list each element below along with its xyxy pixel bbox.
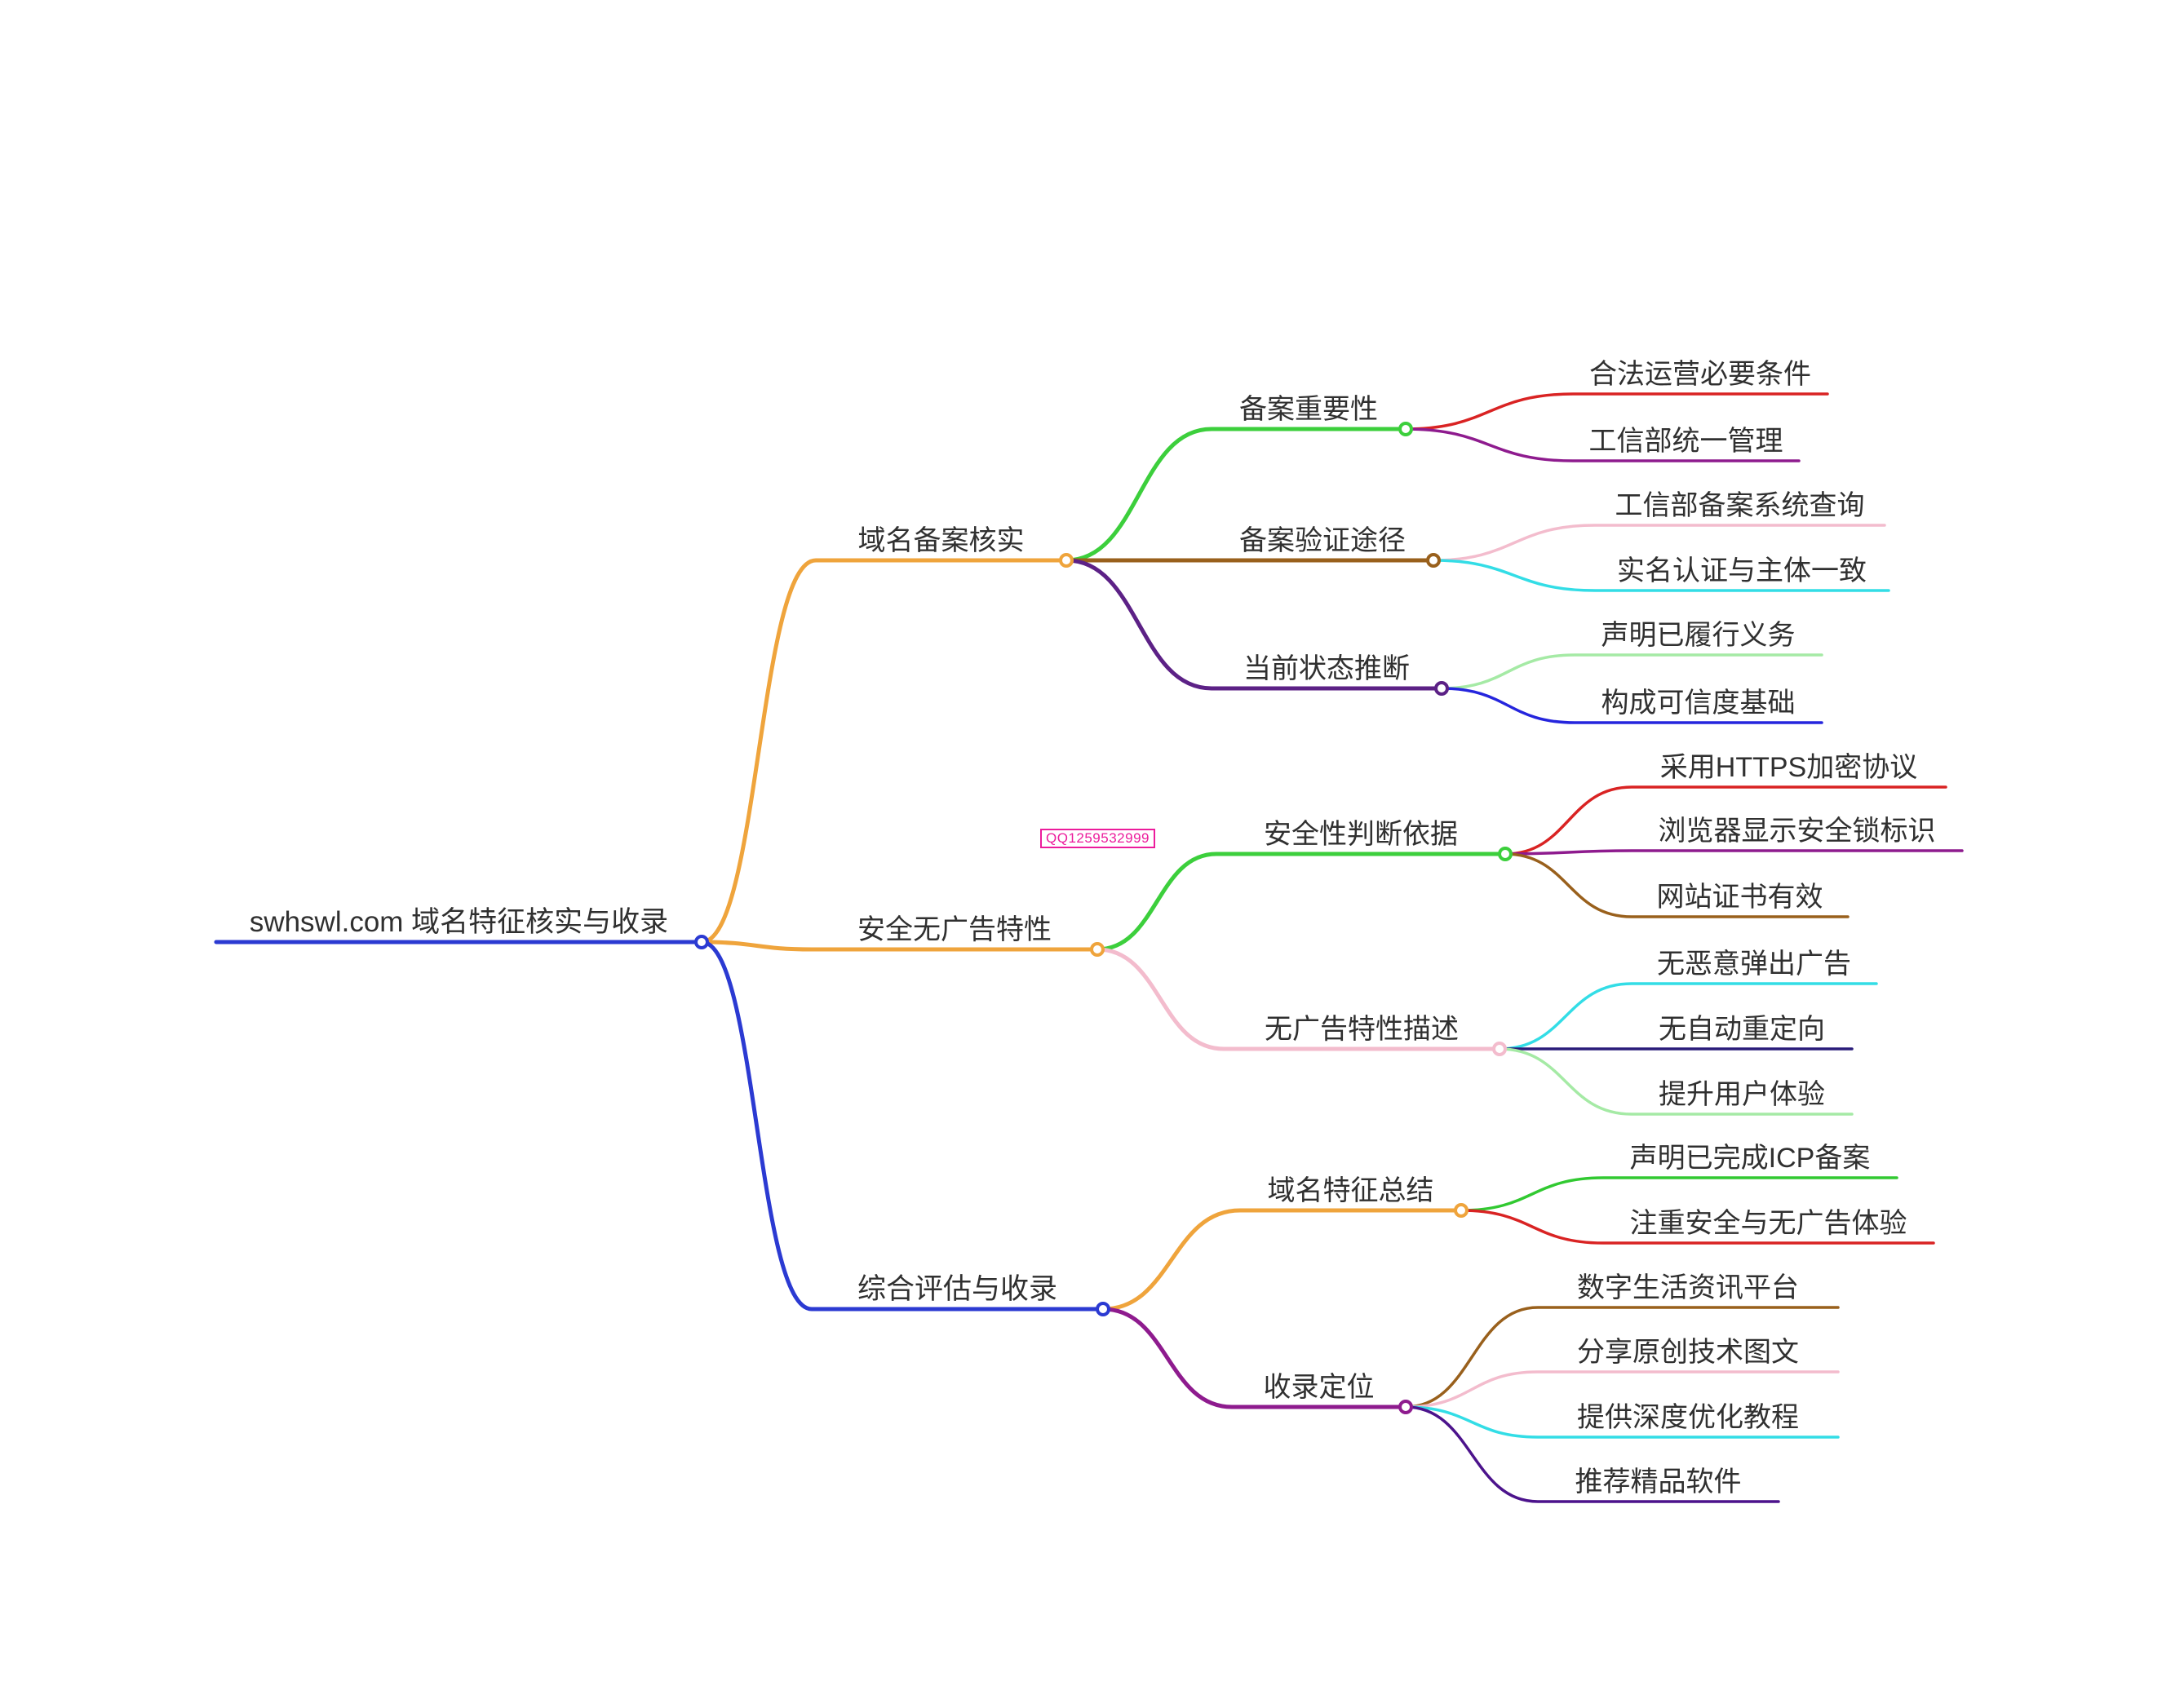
qq-watermark-text: QQ1259532999 [1046, 830, 1150, 846]
node-label-l3[interactable]: 工信部备案系统查询 [1615, 490, 1865, 521]
node-toggle-n2b[interactable] [1492, 1042, 1507, 1056]
branch-line-l1 [1404, 392, 1829, 431]
node-label-l8[interactable]: 浏览器显示安全锁标识 [1659, 816, 1936, 847]
branch-line-n3a [1101, 1208, 1464, 1312]
node-label-n2a[interactable]: 安全性判断依据 [1264, 819, 1458, 850]
node-toggle-n1a[interactable] [1398, 422, 1413, 436]
node-label-l15[interactable]: 数字生活资讯平台 [1577, 1272, 1799, 1303]
node-toggle-n2[interactable] [1090, 942, 1105, 957]
node-label-l12[interactable]: 提升用户体验 [1659, 1079, 1825, 1110]
branch-line-l18 [1404, 1405, 1780, 1503]
node-toggle-root[interactable] [694, 935, 709, 949]
node-label-n1a[interactable]: 备案重要性 [1239, 394, 1378, 425]
node-label-n3b[interactable]: 收录定位 [1264, 1372, 1375, 1403]
branch-line-l15 [1404, 1306, 1840, 1409]
branch-line-n2b [1095, 947, 1502, 1051]
branch-line-l7 [1504, 785, 1947, 856]
node-label-l14[interactable]: 注重安全与无广告体验 [1630, 1208, 1907, 1239]
branch-line-l12 [1498, 1047, 1854, 1116]
branch-line-l5 [1440, 653, 1823, 690]
branch-line-n2 [699, 940, 1100, 952]
node-toggle-n1b[interactable] [1426, 553, 1441, 568]
branch-line-n1 [699, 558, 1069, 944]
node-label-n2[interactable]: 安全无广告特性 [857, 914, 1052, 945]
branch-line-l3 [1432, 524, 1886, 562]
branch-line-l13 [1460, 1176, 1898, 1212]
node-label-n3a[interactable]: 域名特征总结 [1268, 1175, 1434, 1206]
node-label-l9[interactable]: 网站证书有效 [1657, 882, 1823, 913]
branch-line-l16 [1404, 1370, 1840, 1409]
node-label-n3[interactable]: 综合评估与收录 [857, 1273, 1057, 1305]
branch-line-n2a [1095, 852, 1508, 952]
node-label-n1c[interactable]: 当前状态推断 [1243, 653, 1410, 684]
node-label-l10[interactable]: 无恶意弹出广告 [1657, 949, 1851, 980]
node-label-n1b[interactable]: 备案验证途径 [1239, 525, 1406, 556]
branch-line-l6 [1440, 687, 1823, 724]
branch-line-l14 [1460, 1209, 1935, 1245]
node-label-l16[interactable]: 分享原创技术图文 [1577, 1337, 1799, 1368]
branch-line-l17 [1404, 1405, 1840, 1439]
node-label-l13[interactable]: 声明已完成ICP备案 [1630, 1143, 1871, 1174]
node-label-l6[interactable]: 构成可信度基础 [1601, 688, 1796, 719]
node-toggle-n1[interactable] [1059, 553, 1074, 568]
node-toggle-n3[interactable] [1096, 1302, 1110, 1316]
branch-line-l9 [1504, 852, 1850, 918]
branch-line-n1a [1064, 427, 1408, 563]
node-label-l18[interactable]: 推荐精品软件 [1575, 1466, 1742, 1497]
branch-line-n3 [699, 940, 1105, 1312]
node-toggle-n1c[interactable] [1434, 681, 1449, 696]
branch-line-n1c [1064, 558, 1444, 691]
node-toggle-n2a[interactable] [1498, 847, 1513, 861]
node-label-l11[interactable]: 无自动重定向 [1659, 1014, 1825, 1045]
node-toggle-n3a[interactable] [1454, 1203, 1469, 1218]
branch-line-l8 [1504, 849, 1964, 856]
node-label-l4[interactable]: 实名认证与主体一致 [1617, 555, 1867, 586]
node-label-n2b[interactable]: 无广告特性描述 [1265, 1014, 1459, 1045]
node-label-root[interactable]: swhswl.com 域名特征核实与收录 [250, 906, 668, 938]
node-toggle-n3b[interactable] [1398, 1400, 1413, 1414]
branch-line-n3b [1101, 1307, 1408, 1409]
branch-line-l4 [1432, 559, 1890, 592]
branch-line-l10 [1498, 982, 1878, 1051]
node-label-l17[interactable]: 提供深度优化教程 [1577, 1402, 1799, 1433]
branch-line-l2 [1404, 427, 1801, 462]
node-label-n1[interactable]: 域名备案核实 [858, 525, 1025, 556]
node-label-l2[interactable]: 工信部统一管理 [1589, 426, 1783, 457]
qq-watermark: QQ1259532999 [1040, 829, 1155, 848]
node-label-l7[interactable]: 采用HTTPS加密协议 [1660, 752, 1917, 783]
node-label-l5[interactable]: 声明已履行义务 [1601, 620, 1796, 651]
node-label-l1[interactable]: 合法运营必要条件 [1589, 359, 1811, 390]
